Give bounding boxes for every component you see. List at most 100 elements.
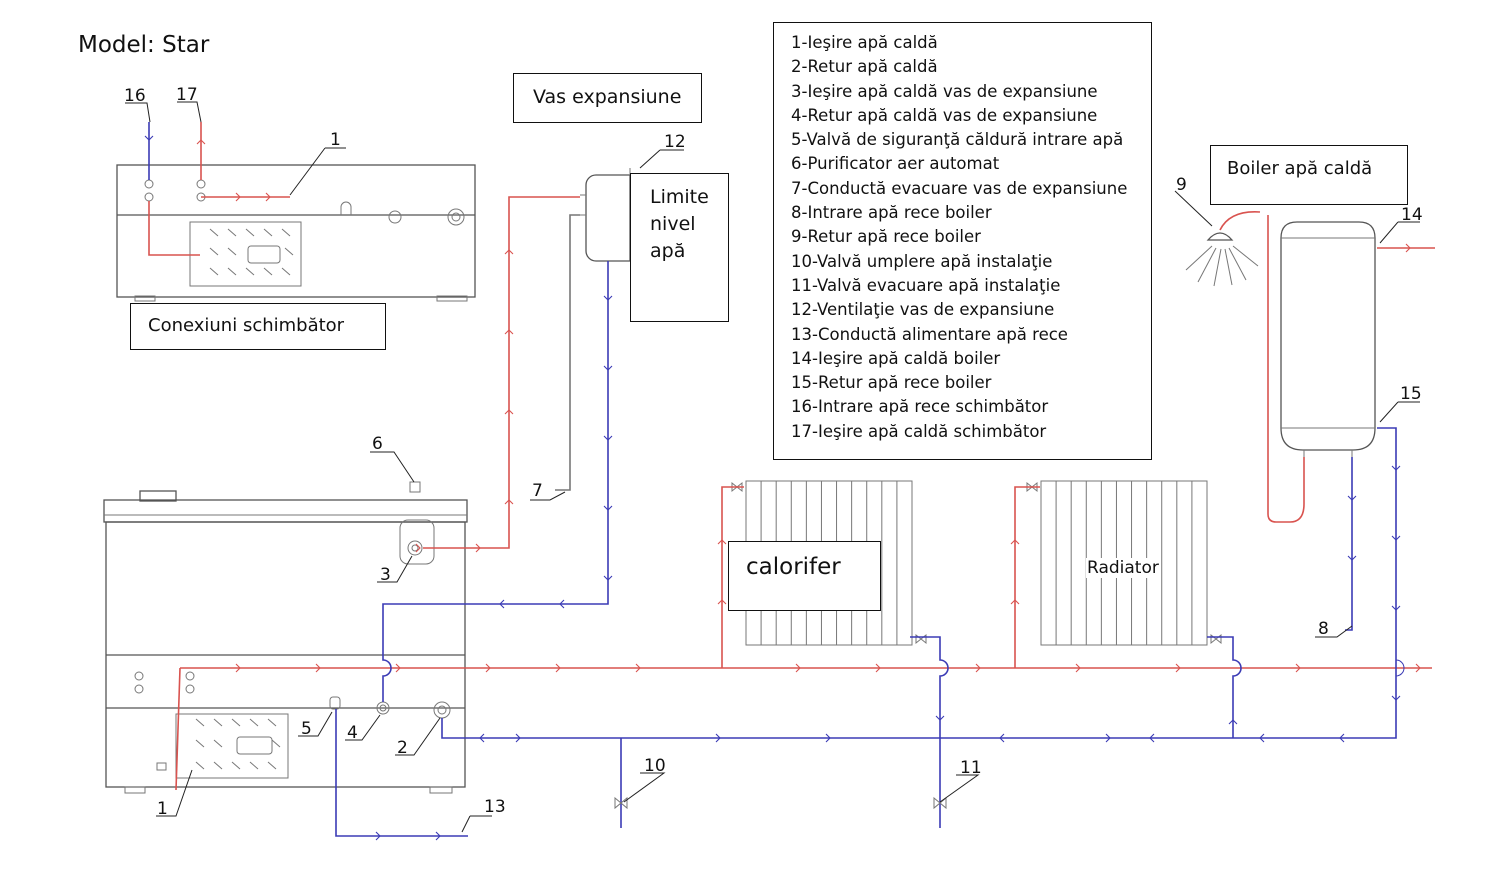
water-level-line-1: Limite xyxy=(650,186,709,208)
radiator-en-label: Radiator xyxy=(1086,558,1160,578)
water-level-line-2: nivel xyxy=(650,213,696,235)
flow-arrow xyxy=(1405,243,1411,253)
flow-arrow xyxy=(603,365,613,371)
flow-arrow xyxy=(1391,695,1401,701)
flow-arrow xyxy=(559,599,565,609)
flow-arrow xyxy=(875,663,881,673)
flow-arrow xyxy=(603,435,613,441)
legend-item: 7-Conductă evacuare vas de expansiune xyxy=(791,178,1128,198)
radiator-valve xyxy=(1210,633,1222,645)
radiator-valve xyxy=(1026,481,1038,493)
expansion-vessel xyxy=(580,168,631,262)
flow-arrow xyxy=(475,543,481,553)
callout-1-bottom: 1 xyxy=(157,799,168,819)
legend-item: 14-Ieşire apă caldă boiler xyxy=(791,348,1001,368)
flow-arrows xyxy=(144,135,1421,841)
flow-arrow xyxy=(1175,663,1181,673)
flow-arrow xyxy=(717,599,727,605)
callout-4: 4 xyxy=(347,723,358,743)
legend-item: 13-Conductă alimentare apă rece xyxy=(791,324,1068,344)
shower-head xyxy=(1185,211,1261,287)
flow-arrow xyxy=(504,499,514,505)
flow-arrow xyxy=(1010,599,1020,605)
callout-1-top: 1 xyxy=(330,130,341,150)
callout-2: 2 xyxy=(397,738,408,758)
flow-arrow xyxy=(825,733,831,743)
flow-arrow xyxy=(1105,733,1111,743)
flow-arrow xyxy=(1149,733,1155,743)
flow-arrow xyxy=(795,663,801,673)
flow-arrow xyxy=(555,663,561,673)
legend-item: 10-Valvă umplere apă instalaţie xyxy=(791,251,1053,271)
model-title: Model: Star xyxy=(78,32,210,58)
flow-arrow xyxy=(395,663,401,673)
callout-8: 8 xyxy=(1318,619,1329,639)
callout-9: 9 xyxy=(1176,175,1187,195)
flow-arrow xyxy=(603,295,613,301)
flow-arrow xyxy=(1295,663,1301,673)
legend-item: 5-Valvă de siguranţă căldură intrare apă xyxy=(791,130,1124,150)
exchanger-connections-label: Conexiuni schimbător xyxy=(130,303,386,350)
legend-item: 16-Intrare apă rece schimbător xyxy=(791,397,1049,417)
flow-arrow xyxy=(1347,495,1357,501)
flow-arrow xyxy=(499,599,505,609)
callout-16: 16 xyxy=(124,86,146,106)
callout-12: 12 xyxy=(664,132,686,152)
callouts: 16 17 1 6 3 5 4 2 1 13 7 12 10 11 9 14 1… xyxy=(124,85,1423,833)
callout-14: 14 xyxy=(1401,205,1423,225)
flow-arrow xyxy=(315,663,321,673)
expansion-vessel-label: Vas expansiune xyxy=(513,73,702,123)
legend-item: 12-Ventilaţie vas de expansiune xyxy=(791,300,1055,320)
flow-arrow xyxy=(485,663,491,673)
flow-arrow xyxy=(935,715,945,721)
flow-arrow xyxy=(1415,663,1421,673)
callout-3: 3 xyxy=(380,565,391,585)
callout-6: 6 xyxy=(372,434,383,454)
legend-item: 17-Ieşire apă caldă schimbător xyxy=(791,421,1047,441)
callout-5: 5 xyxy=(301,719,312,739)
callout-10: 10 xyxy=(644,756,666,776)
legend-item: 11-Valvă evacuare apă instalaţie xyxy=(791,275,1061,295)
flow-arrow xyxy=(1391,465,1401,471)
flow-arrow xyxy=(1347,555,1357,561)
legend-item: 9-Retur apă rece boiler xyxy=(791,227,981,247)
callout-13: 13 xyxy=(484,797,506,817)
boiler-tank xyxy=(1280,221,1376,457)
flow-arrow xyxy=(479,733,485,743)
flow-arrow xyxy=(504,249,514,255)
boiler-label: Boiler apă caldă xyxy=(1210,145,1408,205)
flow-arrow xyxy=(603,505,613,511)
flow-arrow xyxy=(415,543,421,553)
flow-arrow xyxy=(999,733,1005,743)
legend-item: 4-Retur apă caldă vas de expansiune xyxy=(791,105,1098,125)
flow-arrow xyxy=(265,192,271,202)
flow-arrow xyxy=(1391,605,1401,611)
cold-pipes xyxy=(335,214,1405,837)
callout-11: 11 xyxy=(960,758,982,778)
flow-arrow xyxy=(504,409,514,415)
flow-arrow xyxy=(1075,663,1081,673)
flow-arrow xyxy=(1339,733,1345,743)
flow-arrow xyxy=(1259,733,1265,743)
legend-item: 1-Ieşire apă caldă xyxy=(791,33,938,52)
water-level-limits-label: Limite nivel apă xyxy=(630,173,729,322)
stove-unit xyxy=(103,481,468,794)
flow-arrow xyxy=(235,192,241,202)
flow-arrow xyxy=(1010,539,1020,545)
flow-arrow xyxy=(635,663,641,673)
flow-arrow xyxy=(975,663,981,673)
radiator-valve xyxy=(731,481,743,493)
radiator-valve xyxy=(915,633,927,645)
water-level-line-3: apă xyxy=(650,240,686,262)
flow-arrow xyxy=(504,329,514,335)
legend-item: 15-Retur apă rece boiler xyxy=(791,373,992,393)
callout-7: 7 xyxy=(532,481,543,501)
callout-17: 17 xyxy=(176,85,198,105)
flow-arrow xyxy=(717,539,727,545)
radiator-ro-label: calorifer xyxy=(728,541,881,611)
flow-arrow xyxy=(715,733,721,743)
flow-arrow xyxy=(435,831,441,841)
legend-item: 3-Ieşire apă caldă vas de expansiune xyxy=(791,81,1098,101)
